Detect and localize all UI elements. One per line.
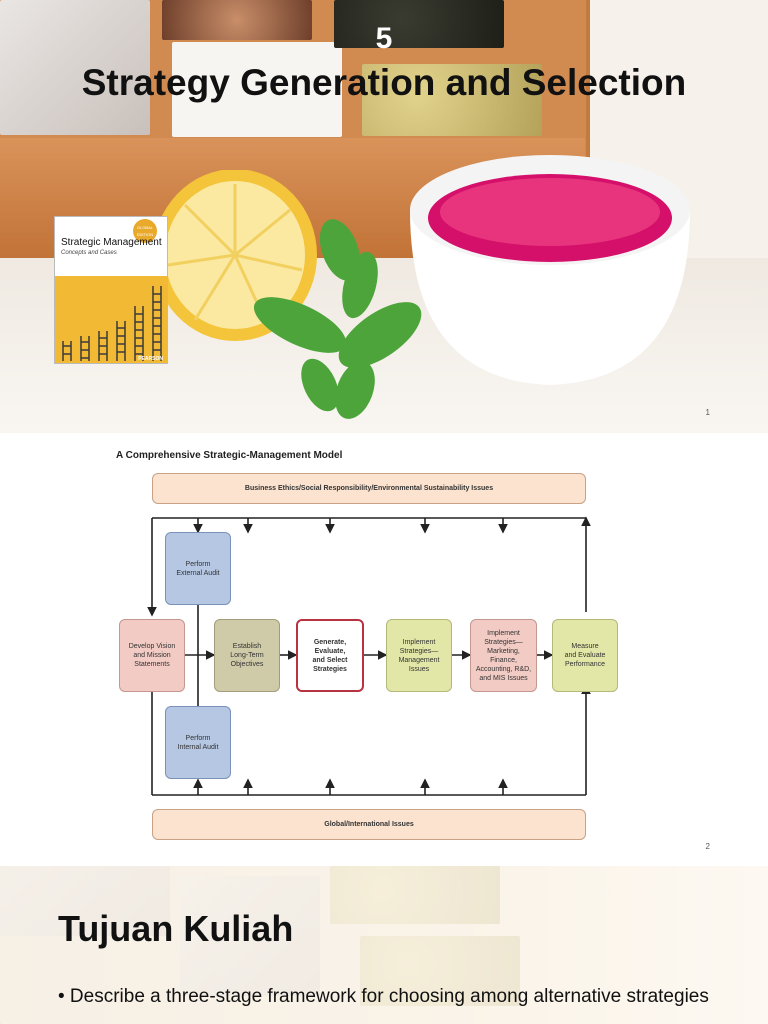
node-implement-management: Implement Strategies— Management Issues — [386, 619, 452, 692]
node-implement-functional: Implement Strategies— Marketing, Finance… — [470, 619, 537, 692]
node-vision-mission: Develop Vision and Mission Statements — [119, 619, 185, 692]
slide-1: 5 Strategy Generation and Selection GLOB… — [0, 0, 768, 433]
edition-badge: GLOBAL EDITION — [133, 219, 157, 243]
node-internal-audit: Perform Internal Audit — [165, 706, 231, 779]
ladders-icon — [62, 286, 162, 361]
ethics-issues-bar: Business Ethics/Social Responsibility/En… — [152, 473, 586, 504]
book-cover-illustration: PEARSON — [55, 276, 167, 363]
book-cover-image: GLOBAL EDITION Strategic Management Conc… — [54, 216, 168, 364]
model-connectors — [147, 516, 591, 796]
tea-box-faded-image — [0, 866, 768, 1024]
node-generate-strategies: Generate, Evaluate, and Select Strategie… — [296, 619, 364, 692]
slide-3: Tujuan Kuliah • Describe a three-stage f… — [0, 866, 768, 1024]
node-external-audit: Perform External Audit — [165, 532, 231, 605]
model-title: A Comprehensive Strategic-Management Mod… — [116, 450, 343, 461]
publisher-logo: PEARSON — [138, 356, 163, 362]
page-number: 2 — [705, 842, 710, 851]
chamomile-image — [362, 64, 542, 136]
tea-bag-white-image — [172, 42, 342, 137]
slide-heading: Tujuan Kuliah — [58, 908, 294, 949]
tea-bags-image — [0, 0, 150, 135]
page-number: 1 — [705, 408, 710, 417]
mint-leaves-image — [253, 219, 422, 419]
mixed-tea-image — [162, 0, 312, 40]
slide-title: Strategy Generation and Selection — [81, 62, 687, 103]
chapter-number: 5 — [375, 22, 393, 55]
node-long-term-objectives: Establish Long-Term Objectives — [214, 619, 280, 692]
global-issues-bar: Global/International Issues — [152, 809, 586, 840]
bullet-item: • Describe a three-stage framework for c… — [58, 986, 709, 1007]
slide-2: A Comprehensive Strategic-Management Mod… — [0, 440, 768, 860]
tea-cup-image — [410, 155, 690, 385]
book-subtitle: Concepts and Cases — [61, 250, 117, 256]
book-title: Strategic Management — [61, 237, 162, 248]
dark-tea-image — [334, 0, 504, 48]
node-measure-performance: Measure and Evaluate Performance — [552, 619, 618, 692]
